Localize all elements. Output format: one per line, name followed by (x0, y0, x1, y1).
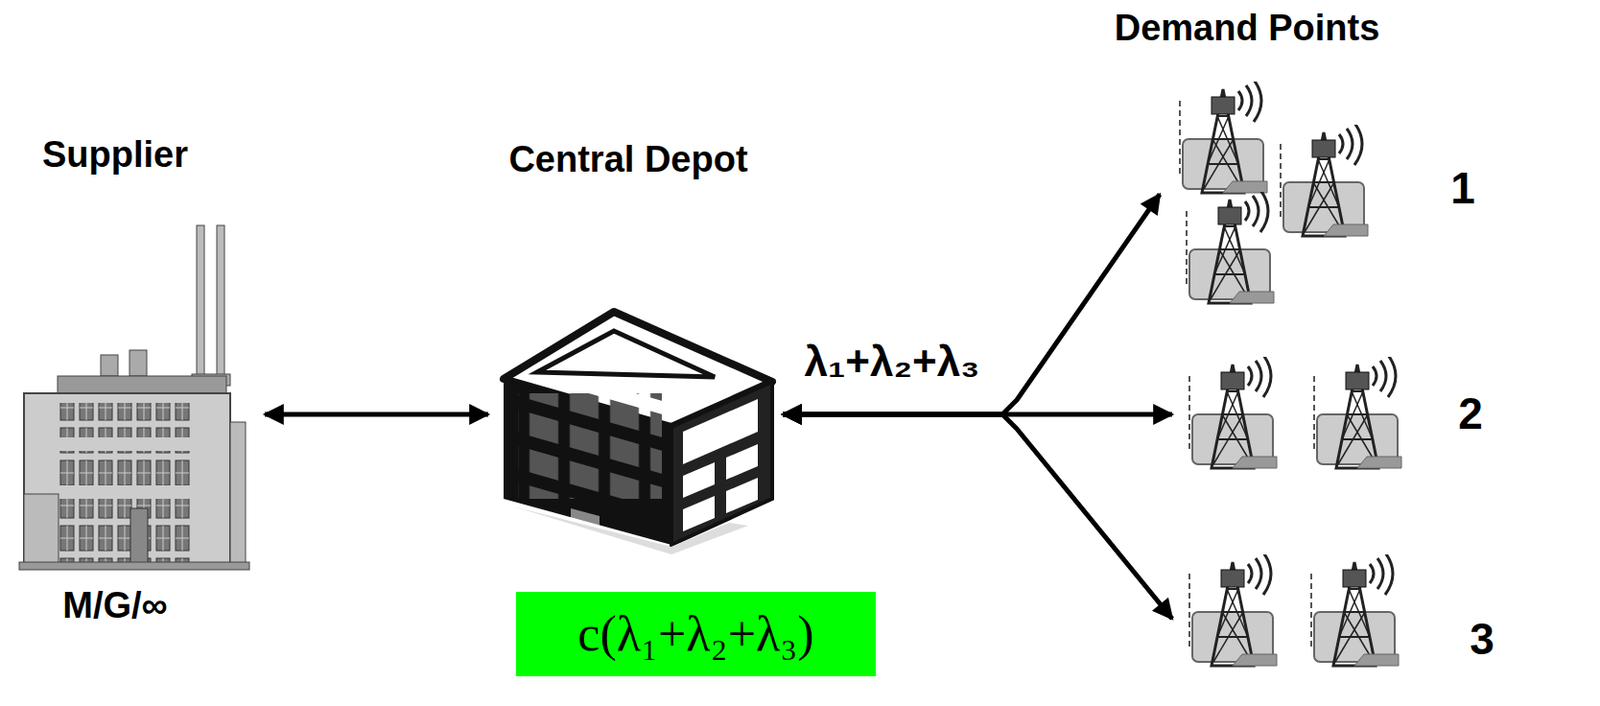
node-heading: Supplier (42, 134, 189, 177)
depot-node: Central Depot (494, 302, 777, 527)
flow-rate-label: λ₁+λ₂+λ₃ (804, 337, 981, 387)
flow-arrow (782, 414, 1173, 619)
queue-label: M/G/∞ (62, 585, 167, 628)
demand-group: 1 (1165, 76, 1387, 312)
demand-group: 2 (1177, 350, 1423, 479)
demand-group: 3 (1177, 544, 1423, 693)
group-number: 2 (1458, 388, 1483, 440)
node-heading: Central Depot (508, 139, 748, 182)
tower-icons (1179, 79, 1402, 666)
flow-arrow (264, 412, 489, 418)
factory-icon (19, 225, 250, 570)
group-number: 1 (1450, 163, 1476, 214)
depot-building-icon (503, 311, 773, 555)
group-number: 3 (1469, 613, 1495, 665)
cost-formula: c(λ₁+λ₂+λ₃) (577, 606, 814, 661)
supplier-node: SupplierM/G/∞ (19, 230, 259, 599)
group-heading: Demand Points (1114, 7, 1381, 50)
cost-box: c(λ₁+λ₂+λ₃) (516, 591, 876, 677)
flow-arrow (782, 194, 1160, 416)
